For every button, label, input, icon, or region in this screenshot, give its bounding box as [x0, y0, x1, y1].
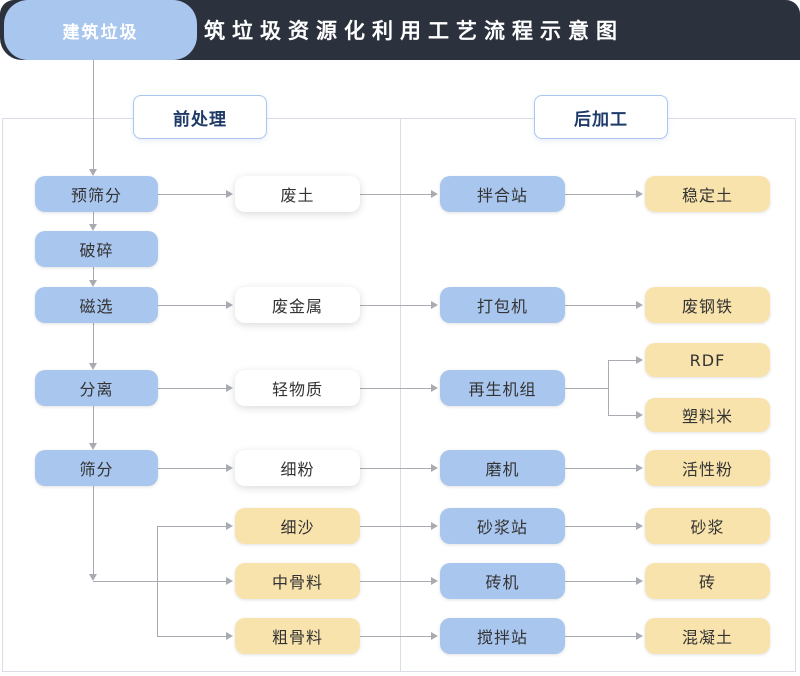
section-header-post-processing: 后加工 [534, 95, 668, 139]
node-fine-powder: 细粉 [235, 450, 360, 486]
arrowhead-icon [636, 301, 643, 309]
arrowhead-icon [431, 384, 438, 392]
diagram-title: 建筑垃圾资源化利用工艺流程示意图 [176, 19, 624, 43]
node-crushing: 破碎 [35, 231, 158, 267]
flow-connector [565, 388, 608, 389]
flow-connector [158, 194, 226, 195]
node-medium-aggregate: 中骨料 [235, 563, 360, 599]
flow-connector [565, 526, 636, 527]
node-mixing-plant: 拌合站 [440, 176, 565, 212]
arrowhead-icon [636, 190, 643, 198]
arrowhead-icon [89, 169, 97, 176]
flow-connector [360, 636, 431, 637]
flow-connector [565, 468, 636, 469]
arrowhead-icon [226, 384, 233, 392]
node-stabilized-soil: 稳定土 [645, 176, 770, 212]
arrowhead-icon [636, 632, 643, 640]
arrowhead-icon [89, 363, 97, 370]
flow-connector [360, 581, 431, 582]
flow-connector [93, 60, 94, 169]
arrowhead-icon [431, 301, 438, 309]
flow-connector [93, 212, 94, 224]
node-mill: 磨机 [440, 450, 565, 486]
node-coarse-aggregate: 粗骨料 [235, 618, 360, 654]
node-screening: 筛分 [35, 450, 158, 486]
flow-connector [360, 305, 431, 306]
flow-connector [360, 194, 431, 195]
arrowhead-icon [226, 577, 233, 585]
node-mixing-station: 搅拌站 [440, 618, 565, 654]
flow-connector [565, 636, 636, 637]
arrowhead-icon [226, 464, 233, 472]
flow-connector [93, 486, 94, 574]
flow-connector [93, 406, 94, 443]
flow-connector [158, 468, 226, 469]
node-light-material: 轻物质 [235, 370, 360, 406]
arrowhead-icon [431, 522, 438, 530]
arrowhead-icon [89, 224, 97, 231]
flow-connector [158, 305, 226, 306]
node-brick-machine: 砖机 [440, 563, 565, 599]
arrowhead-icon [636, 356, 643, 364]
node-separation: 分离 [35, 370, 158, 406]
arrowhead-icon [89, 574, 97, 581]
node-pre-screening: 预筛分 [35, 176, 158, 212]
flow-connector [565, 194, 636, 195]
node-rdf: RDF [645, 343, 770, 377]
arrowhead-icon [636, 411, 643, 419]
arrowhead-icon [636, 464, 643, 472]
arrowhead-icon [431, 464, 438, 472]
section-header-pre-processing: 前处理 [133, 95, 267, 139]
flow-connector [360, 468, 431, 469]
flow-connector [565, 305, 636, 306]
flow-connector [157, 526, 226, 527]
node-mortar-station: 砂浆站 [440, 508, 565, 544]
flow-connector [608, 415, 636, 416]
flow-connector [93, 267, 94, 280]
node-magnetic-separation: 磁选 [35, 287, 158, 323]
flow-connector [608, 360, 609, 415]
flow-connector [360, 388, 431, 389]
flow-connector [93, 581, 226, 582]
arrowhead-icon [636, 522, 643, 530]
node-waste-metal: 废金属 [235, 287, 360, 323]
arrowhead-icon [89, 443, 97, 450]
node-active-powder: 活性粉 [645, 450, 770, 486]
section-divider [400, 118, 401, 672]
node-fine-sand: 细沙 [235, 508, 360, 544]
node-recycling-unit: 再生机组 [440, 370, 565, 406]
node-scrap-steel: 废钢铁 [645, 287, 770, 323]
arrowhead-icon [226, 301, 233, 309]
arrowhead-icon [226, 632, 233, 640]
flow-connector [608, 360, 636, 361]
arrowhead-icon [226, 522, 233, 530]
node-plastic-pellets: 塑料米 [645, 398, 770, 432]
flow-connector [157, 636, 226, 637]
node-waste-soil: 废土 [235, 176, 360, 212]
arrowhead-icon [89, 280, 97, 287]
content-frame [2, 118, 796, 672]
arrowhead-icon [431, 577, 438, 585]
flow-connector [158, 388, 226, 389]
arrowhead-icon [636, 577, 643, 585]
node-concrete: 混凝土 [645, 618, 770, 654]
arrowhead-icon [431, 190, 438, 198]
arrowhead-icon [431, 632, 438, 640]
flow-connector [360, 526, 431, 527]
flow-connector [93, 323, 94, 363]
node-baler: 打包机 [440, 287, 565, 323]
node-brick: 砖 [645, 563, 770, 599]
flow-connector [157, 526, 158, 636]
arrowhead-icon [226, 190, 233, 198]
flow-connector [565, 581, 636, 582]
root-node-construction-waste: 建筑垃圾 [4, 0, 197, 60]
node-mortar: 砂浆 [645, 508, 770, 544]
